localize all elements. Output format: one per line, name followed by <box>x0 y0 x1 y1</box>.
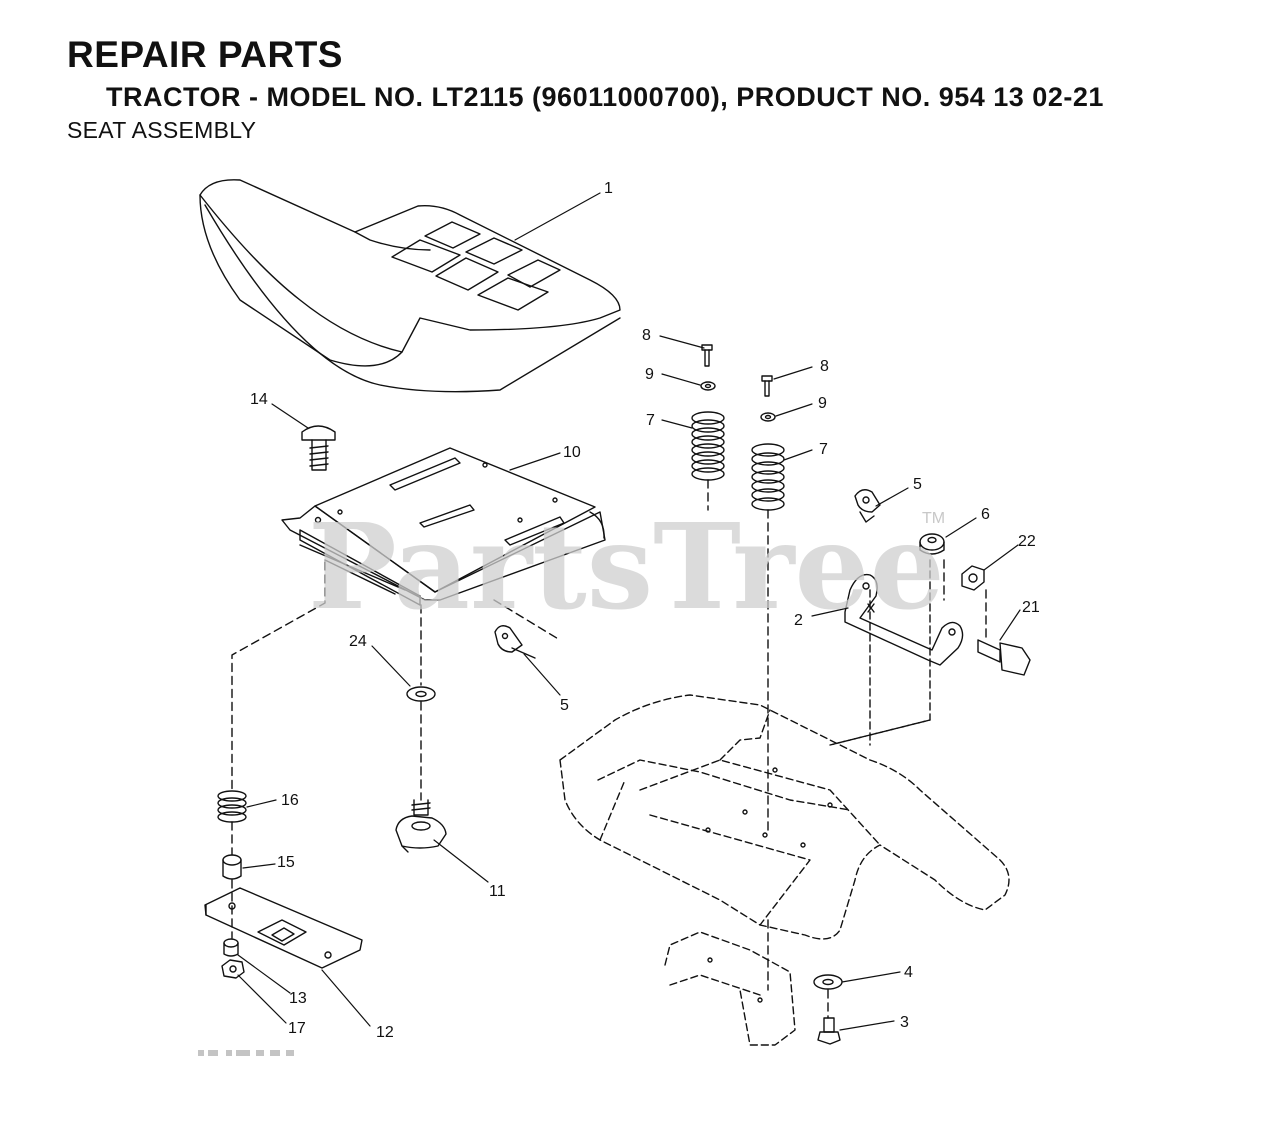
screw-part-right <box>761 375 773 397</box>
shoulder-bolt-part <box>977 639 1031 676</box>
assembly-guide-lines <box>231 479 987 1019</box>
callout-14: 14 <box>250 391 268 408</box>
spacer-part-13 <box>223 938 239 957</box>
callout-13: 13 <box>289 990 307 1007</box>
callout-15: 15 <box>277 854 295 871</box>
spring-part-right <box>751 443 785 511</box>
callout-7-right: 7 <box>819 441 828 458</box>
watermark-text: PartsTree <box>308 497 945 636</box>
callout-21: 21 <box>1022 599 1040 616</box>
lock-nut-part <box>961 565 985 591</box>
page-title: REPAIR PARTS <box>67 34 343 75</box>
flat-washer-part-24 <box>406 686 436 702</box>
screw-part-left <box>701 344 713 367</box>
spring-part-left <box>691 411 725 481</box>
callout-9-right: 9 <box>818 395 827 412</box>
callout-10: 10 <box>563 444 581 461</box>
callout-24: 24 <box>349 633 367 650</box>
callout-8-right: 8 <box>820 358 829 375</box>
watermark-trademark: TM <box>922 510 945 527</box>
bracket-part <box>844 573 964 666</box>
callout-12: 12 <box>376 1024 394 1041</box>
hex-nut-part-17 <box>221 959 245 979</box>
mounting-plate-part <box>204 887 363 969</box>
spring-part-16 <box>217 790 247 823</box>
carriage-bolt-part <box>301 425 336 471</box>
spacer-part <box>222 854 242 880</box>
callout-17: 17 <box>288 1020 306 1037</box>
callout-5-upper: 5 <box>913 476 922 493</box>
callout-16: 16 <box>281 792 299 809</box>
callout-1: 1 <box>604 180 613 197</box>
callout-8-left: 8 <box>642 327 651 344</box>
knob-part-lower <box>494 625 536 659</box>
callout-2: 2 <box>794 612 803 629</box>
frame-holes <box>705 767 833 1003</box>
adjustment-knob-part <box>395 799 447 853</box>
leader-lines <box>237 192 1021 1031</box>
knob-part-upper <box>854 489 881 523</box>
tractor-frame-outline <box>559 559 1010 1046</box>
callout-3: 3 <box>900 1014 909 1031</box>
washer-part-right <box>760 412 776 422</box>
callout-11: 11 <box>489 883 506 900</box>
washer-part-left <box>700 381 716 391</box>
seat-pan-part <box>281 447 606 606</box>
hex-bolt-part-3 <box>817 1017 841 1045</box>
model-line: TRACTOR - MODEL NO. LT2115 (96011000700)… <box>106 82 1104 112</box>
diagram-code-mark <box>198 1050 294 1056</box>
callout-7-left: 7 <box>646 412 655 429</box>
callout-9-left: 9 <box>645 366 654 383</box>
seat-part <box>199 179 621 393</box>
flat-washer-part-4 <box>813 974 843 990</box>
section-title: SEAT ASSEMBLY <box>67 117 257 143</box>
callout-6: 6 <box>981 506 990 523</box>
callout-4: 4 <box>904 964 913 981</box>
callout-22: 22 <box>1018 533 1036 550</box>
callout-5-lower: 5 <box>560 697 569 714</box>
nut-part <box>919 533 945 555</box>
